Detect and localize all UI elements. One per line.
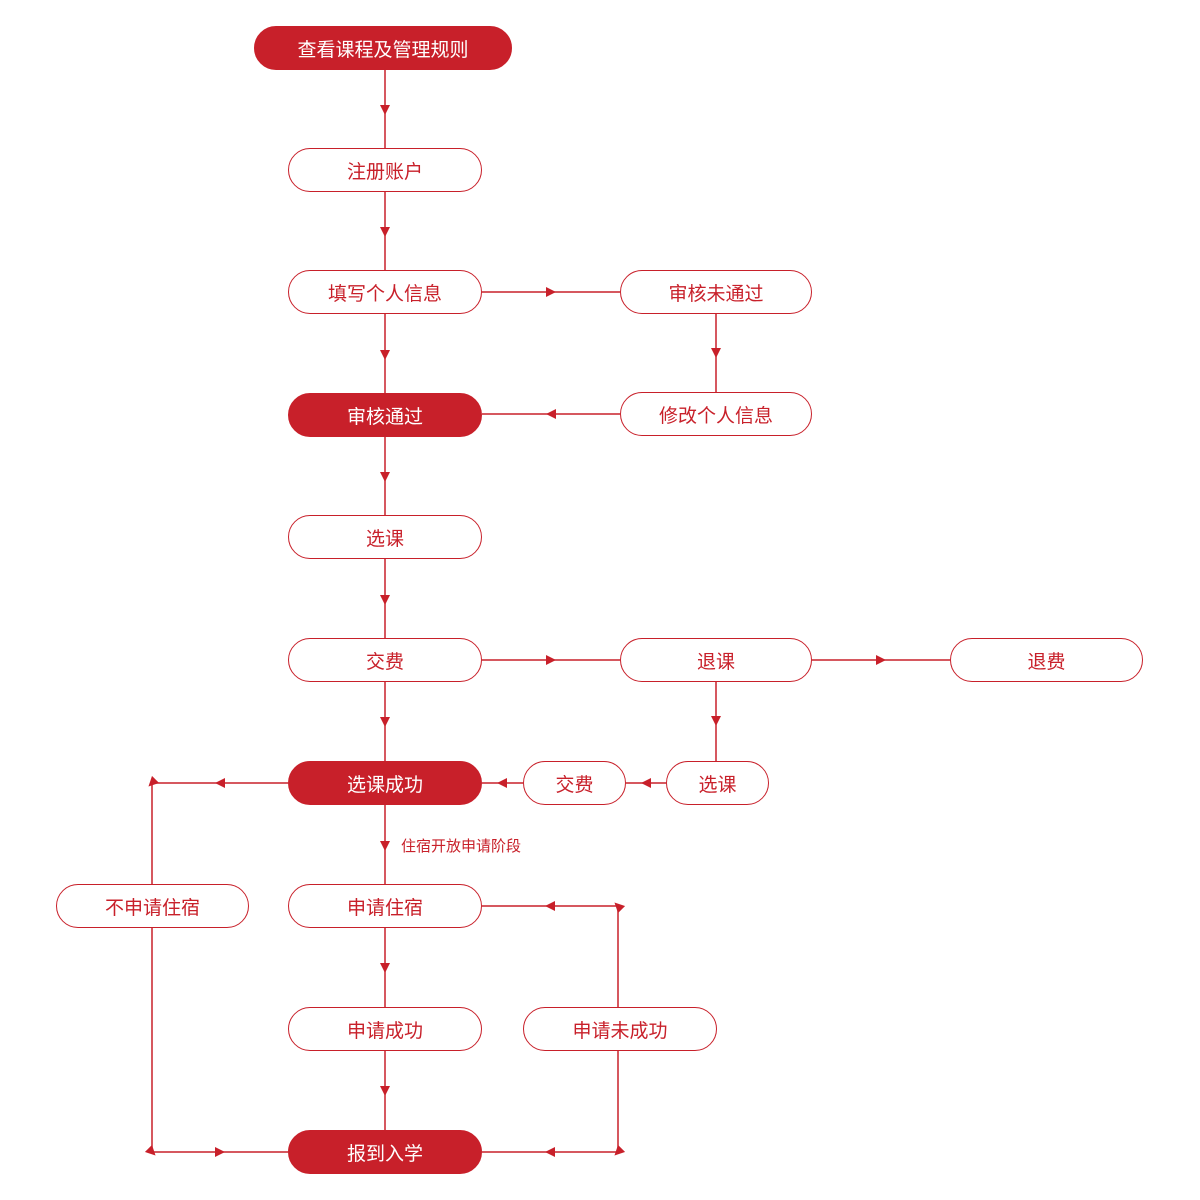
connector-applyfailed-to-apply <box>482 901 626 1007</box>
connector-success-to-nohousing <box>148 775 288 884</box>
node-select-course: 选课 <box>288 515 482 559</box>
node-review-failed: 审核未通过 <box>620 270 812 314</box>
node-select-success: 选课成功 <box>288 761 482 805</box>
node-apply-housing: 申请住宿 <box>288 884 482 928</box>
node-register: 注册账户 <box>288 148 482 192</box>
connector-nohousing-to-enroll <box>144 928 288 1157</box>
node-apply-failed: 申请未成功 <box>523 1007 717 1051</box>
node-reselect: 选课 <box>666 761 769 805</box>
node-drop-course: 退课 <box>620 638 812 682</box>
edge-label-housing-phase: 住宿开放申请阶段 <box>401 837 522 855</box>
node-apply-success: 申请成功 <box>288 1007 482 1051</box>
node-enroll: 报到入学 <box>288 1130 482 1174</box>
node-pay-fee: 交费 <box>288 638 482 682</box>
node-modify-info: 修改个人信息 <box>620 392 812 436</box>
node-no-housing: 不申请住宿 <box>56 884 249 928</box>
connector-applyfailed-to-enroll <box>482 1051 626 1157</box>
node-refund: 退费 <box>950 638 1143 682</box>
node-fill-info: 填写个人信息 <box>288 270 482 314</box>
node-view-rules: 查看课程及管理规则 <box>254 26 512 70</box>
node-pay-again: 交费 <box>523 761 626 805</box>
node-review-passed: 审核通过 <box>288 393 482 437</box>
